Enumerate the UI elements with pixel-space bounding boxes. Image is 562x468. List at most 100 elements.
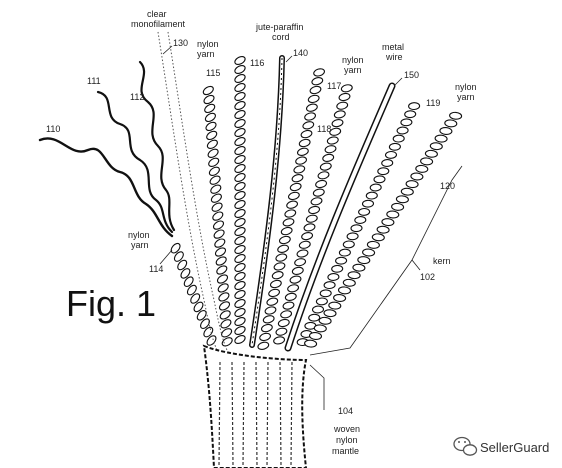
yarn-twist-segment	[215, 256, 227, 266]
yarn-twist-segment	[317, 171, 330, 180]
yarn-twist-segment	[221, 337, 233, 347]
yarn-twist-segment	[338, 248, 351, 257]
yarn-twist-segment	[183, 276, 194, 287]
yarn-twist-segment	[234, 181, 246, 192]
yarn-twist-segment	[234, 226, 246, 237]
yarn-twist-segment	[293, 165, 306, 174]
yarn-twist-segment	[313, 324, 327, 333]
yarn-twist-segment	[392, 134, 405, 143]
nylon-yarn-118	[273, 84, 353, 345]
label-ref-118: 118	[317, 124, 331, 134]
yarn-twist-segment	[434, 134, 448, 143]
yarn-twist-segment	[234, 253, 246, 264]
yarn-twist-segment	[234, 55, 246, 66]
label-nylon-mantle: nylon	[336, 435, 358, 445]
label-ref-115: 115	[206, 68, 220, 78]
label-yarn-120: yarn	[457, 92, 475, 102]
leader-114	[159, 249, 173, 265]
label-monofilament: monofilament	[131, 19, 186, 29]
label-mantle: mantle	[332, 446, 359, 456]
mantle-weave-line	[218, 361, 221, 467]
monofilament-left-edge	[157, 31, 219, 353]
yarn-twist-segment	[234, 145, 246, 156]
yarn-twist-segment	[210, 184, 222, 194]
monofilament-right-edge	[167, 31, 229, 353]
label-yarn-115: yarn	[197, 49, 215, 59]
woven-nylon-mantle	[202, 344, 308, 468]
clear-monofilament	[157, 31, 229, 353]
yarn-twist-segment	[218, 292, 230, 302]
yarn-twist-segment	[234, 154, 246, 165]
nylon-yarn-117	[257, 68, 326, 350]
yarn-twist-segment	[284, 209, 297, 218]
yarn-twist-segment	[257, 341, 270, 350]
yarn-twist-segment	[203, 94, 215, 105]
mantle-weave-line	[279, 361, 282, 467]
yarn-twist-segment	[308, 332, 323, 340]
diagram-labels: clear monofilament 130 jute-paraffin cor…	[46, 9, 477, 456]
label-ref-104: 104	[338, 406, 353, 416]
yarn-twist-segment	[217, 283, 229, 293]
yarn-twist-segment	[311, 77, 324, 86]
yarn-twist-segment	[271, 271, 284, 280]
yarn-twist-segment	[173, 251, 184, 262]
mantle-weave-line	[242, 361, 245, 467]
yarn-twist-segment	[304, 339, 318, 348]
metal-wire-inner	[286, 84, 394, 350]
yarn-twist-segment	[342, 240, 355, 249]
yarn-twist-segment	[234, 244, 246, 255]
yarn-twist-segment	[204, 112, 216, 123]
yarn-twist-segment	[291, 174, 304, 183]
yarn-twist-segment	[342, 278, 356, 287]
yarn-twist-segment	[352, 263, 366, 272]
yarn-twist-segment	[234, 325, 246, 336]
yarn-twist-segment	[273, 336, 286, 345]
yarn-twist-segment	[410, 172, 424, 181]
yarn-twist-segment	[303, 223, 316, 232]
yarn-twist-segment	[278, 235, 291, 245]
label-ref-102: 102	[420, 272, 435, 282]
yarn-twist-segment	[234, 217, 246, 228]
label-kern: kern	[433, 256, 451, 266]
yarn-twist-segment	[296, 249, 309, 258]
yarn-twist-segment	[234, 109, 246, 120]
leader-mantle-bracket	[309, 364, 325, 410]
yarn-twist-segment	[308, 313, 321, 322]
yarn-twist-segment	[310, 197, 323, 206]
yarn-twist-segment	[202, 85, 214, 96]
yarn-twist-segment	[234, 307, 246, 318]
yarn-twist-segment	[234, 280, 246, 291]
nylon-yarn-120	[304, 111, 463, 348]
yarn-twist-segment	[311, 305, 325, 314]
yarn-twist-segment	[280, 226, 293, 236]
yarn-twist-segment	[329, 127, 342, 136]
nylon-yarn-114	[170, 242, 217, 346]
label-ref-111: 111	[87, 76, 101, 86]
yarn-twist-segment	[424, 149, 438, 158]
yarn-twist-segment	[205, 121, 217, 132]
yarn-twist-segment	[221, 328, 233, 338]
mantle-weave-line	[255, 361, 258, 467]
yarn-twist-segment	[264, 306, 277, 315]
yarn-twist-segment	[218, 301, 231, 311]
label-ref-150: 150	[404, 70, 419, 80]
yarn-twist-segment	[323, 309, 337, 318]
yarn-twist-segment	[266, 297, 279, 306]
yarn-twist-segment	[262, 315, 275, 324]
yarn-twist-segment	[386, 210, 400, 219]
yarn-twist-segment	[449, 111, 463, 120]
yarn-twist-segment	[388, 142, 401, 151]
yarn-twist-segment	[362, 248, 376, 257]
yarn-twist-segment	[234, 316, 246, 327]
yarn-twist-segment	[186, 284, 197, 296]
yarn-twist-segment	[405, 180, 419, 189]
metal-wire	[284, 82, 396, 352]
label-ref-112: 112	[130, 92, 144, 102]
yarn-twist-segment	[193, 301, 204, 313]
yarn-twist-segment	[234, 199, 246, 210]
figure-title: Fig. 1	[66, 283, 156, 324]
label-ref-114: 114	[149, 264, 163, 274]
leader-102	[411, 259, 421, 271]
yarn-twist-segment	[291, 266, 304, 275]
